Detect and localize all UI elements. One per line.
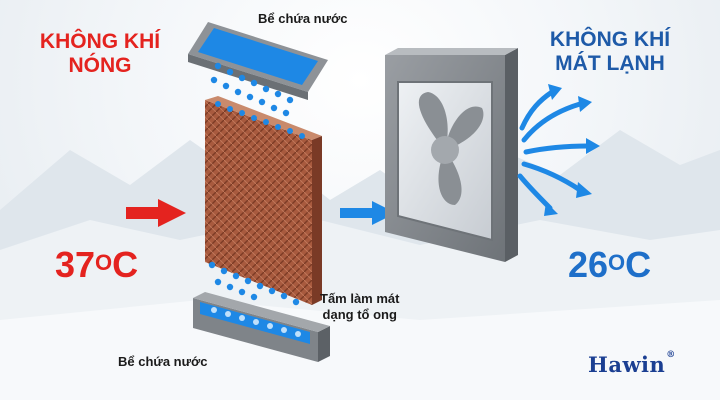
hot-air-title: KHÔNG KHÍ NÓNG: [10, 30, 190, 78]
water-drops-bottom: [208, 261, 300, 306]
hot-temp-unit: C: [112, 244, 139, 285]
cool-air-title-line2: MÁT LẠNH: [555, 52, 665, 75]
brand-name: Hawin: [588, 352, 666, 377]
hot-air-arrow: [126, 199, 186, 227]
cool-air-title-line1: KHÔNG KHÍ: [549, 28, 671, 51]
bottom-water-tank: [193, 292, 330, 362]
hot-air-title-line2: NÓNG: [68, 54, 132, 77]
hot-air-temperature: 37OC: [55, 245, 138, 285]
exhaust-fan: [385, 48, 518, 262]
cool-temp-degree: O: [608, 250, 626, 275]
fan-blades: [418, 92, 484, 205]
cooling-pad-label-line2: dạng tổ ong: [322, 307, 397, 322]
hot-air-title-line1: KHÔNG KHÍ: [39, 30, 161, 53]
hot-temp-degree: O: [95, 250, 113, 275]
cool-temp-value: 26: [568, 244, 609, 285]
top-tank-label: Bể chứa nước: [258, 11, 348, 26]
cool-air-arrowheads: [544, 84, 600, 216]
top-water-tank: [188, 22, 328, 100]
cooling-pad-label: Tấm làm mát dạng tổ ong: [320, 291, 399, 323]
cool-air-arrows: [517, 89, 591, 211]
registered-mark: ®: [666, 350, 676, 360]
hot-temp-value: 37: [55, 244, 96, 285]
cooling-pad-label-line1: Tấm làm mát: [320, 291, 400, 306]
brand-logo: Hawin®: [588, 350, 676, 377]
water-drops-top: [210, 62, 294, 117]
cool-air-title: KHÔNG KHÍ MÁT LẠNH: [520, 28, 700, 76]
cool-temp-unit: C: [625, 244, 652, 285]
cool-air-temperature: 26OC: [568, 245, 651, 285]
airflow-arrow: [340, 201, 396, 225]
bottom-tank-label: Bể chứa nước: [118, 354, 208, 369]
honeycomb-cooling-pad: [205, 96, 322, 305]
